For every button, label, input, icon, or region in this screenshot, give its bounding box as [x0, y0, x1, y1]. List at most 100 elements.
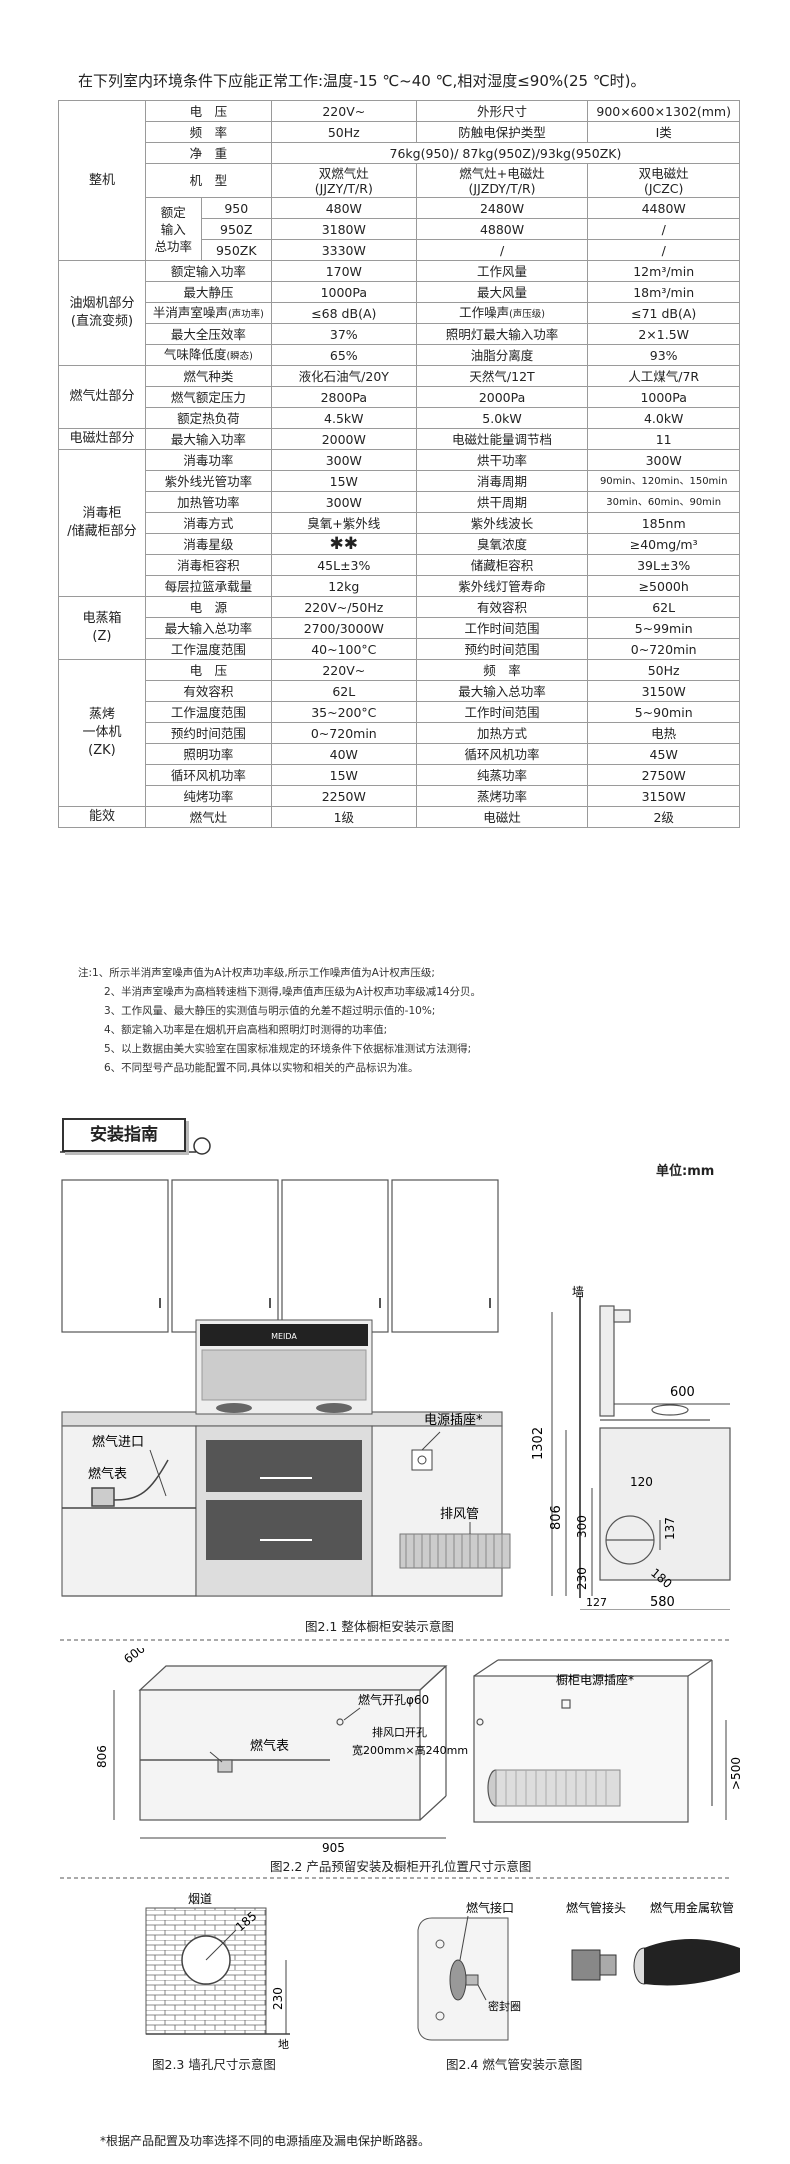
- spec-value: 50Hz: [270, 121, 417, 143]
- spec-key: 外形尺寸: [415, 100, 589, 122]
- note-line: 3、工作风量、最大静压的实测值与明示值的允差不超过明示值的-10%;: [104, 1005, 436, 1017]
- table-row: 加热管功率 300W 烘干周期 30min、60min、90min: [59, 491, 740, 513]
- spec-value: 2级: [587, 806, 740, 828]
- section-label: 电磁灶部分: [58, 428, 146, 450]
- table-row: 循环风机功率 15W 纯蒸功率 2750W: [59, 764, 740, 786]
- table-row: 频 率 50Hz 防触电保护类型 Ⅰ类: [59, 121, 740, 143]
- spec-key: 消毒柜容积: [144, 554, 272, 576]
- section-label: 油烟机部分 (直流变频): [58, 260, 146, 366]
- spec-key: 工作噪声(声压级): [415, 302, 589, 324]
- dim-905: 905: [322, 1841, 345, 1855]
- table-row: 电磁灶部分 最大输入功率 2000W 电磁灶能量调节档 11: [58, 428, 740, 450]
- figure-caption: 图2.2 产品预留安装及橱柜开孔位置尺寸示意图: [270, 1859, 532, 1874]
- table-row: 每层拉篮承载量 12kg 紫外线灯管寿命 ≥5000h: [59, 575, 740, 597]
- gas-pipe: [62, 1459, 196, 1509]
- spec-value: 2750W: [587, 764, 740, 786]
- spec-key: 最大输入总功率: [415, 680, 589, 702]
- footnote: *根据产品配置及功率选择不同的电源插座及漏电保护断路器。: [100, 2134, 431, 2148]
- spec-value: 天然气/12T: [415, 365, 589, 387]
- section-label: 燃气灶部分: [58, 365, 146, 429]
- unit-label: 单位:mm: [656, 1164, 715, 1179]
- spec-value: 170W: [270, 260, 417, 282]
- spec-table: 整机 电 压 220V~ 外形尺寸 900×600×1302(mm) 频 率 5…: [58, 100, 741, 828]
- gas-inlet-label: 燃气进口: [92, 1434, 144, 1450]
- spec-key-note: (声功率): [227, 308, 264, 320]
- table-row: 气味降低度(瞬态) 65% 油脂分离度 93%: [59, 344, 740, 366]
- guide-title: 安装指南: [62, 1118, 186, 1152]
- separator: [60, 1877, 730, 1879]
- metal-hose-drawing: [633, 1939, 740, 1986]
- dim-137: 137: [663, 1517, 677, 1540]
- dim-127: 127: [586, 1596, 607, 1609]
- model-line: 燃气灶+电磁灶 (JJZDY/T/R): [459, 165, 545, 196]
- table-row: 消毒柜容积 45L±3% 储藏柜容积 39L±3%: [59, 554, 740, 576]
- spec-value: 5~90min: [587, 701, 740, 723]
- dim-230: 230: [575, 1567, 589, 1590]
- dimension-lines: [551, 1312, 730, 1610]
- power-socket-label: 电源插座*: [424, 1413, 483, 1428]
- spec-value: 3180W: [270, 218, 417, 240]
- spec-value: 45W: [587, 743, 740, 765]
- section-label-text: 蒸烤 一体机 (ZK): [82, 707, 122, 758]
- table-row: 950Z 3180W 4880W /: [59, 218, 740, 240]
- figure-reserve-install: 600 806 燃气表 燃气开孔φ60 橱柜电源插座* 排风口开孔 宽200mm…: [95, 1648, 743, 1855]
- spec-value: 2700/3000W: [270, 617, 417, 639]
- dim-300: 300: [575, 1515, 589, 1538]
- spec-key: 消毒功率: [144, 449, 272, 471]
- note-line: 4、额定输入功率是在烟机开启高档和照明灯时测得的功率值;: [104, 1024, 388, 1036]
- section-label-text: 电蒸箱 (Z): [82, 611, 122, 644]
- appliance: MEIDA: [195, 1319, 373, 1597]
- section-label: 电蒸箱 (Z): [58, 596, 146, 660]
- exhaust-size-label: 宽200mm×高240mm: [352, 1743, 468, 1757]
- spec-value: /: [587, 218, 740, 240]
- power-label-text: 额定 输入 总功率: [154, 204, 193, 254]
- spec-value: 40~100°C: [270, 638, 417, 660]
- section-label-text: 油烟机部分 (直流变频): [69, 296, 135, 329]
- table-row: 最大静压 1000Pa 最大风量 18m³/min: [59, 281, 740, 303]
- spec-key: 燃气种类: [144, 365, 272, 387]
- table-row: 消毒柜 /储藏柜部分 消毒功率 300W 烘干功率 300W: [58, 449, 740, 597]
- model-line: 双燃气灶 (JJZY/T/R): [314, 165, 373, 196]
- spec-key: 紫外线灯管寿命: [415, 575, 589, 597]
- spec-key: 加热管功率: [144, 491, 272, 513]
- wall-label: 墙: [572, 1285, 584, 1299]
- spec-key-text: 工作噪声: [459, 304, 510, 320]
- figure-caption: 图2.4 燃气管安装示意图: [446, 2057, 583, 2072]
- spec-key: 电磁灶: [415, 806, 589, 828]
- spec-value: 1级: [270, 806, 417, 828]
- spec-value: ≥5000h: [587, 575, 740, 597]
- dim-120: 120: [630, 1475, 653, 1489]
- table-row: 能效 燃气灶 1级 电磁灶 2级: [58, 806, 740, 828]
- dim-580: 580: [650, 1595, 675, 1610]
- table-row: 消毒星级 ✱✱ 臭氧浓度 ≥40mg/m³: [59, 533, 740, 555]
- spec-key: 最大风量: [415, 281, 589, 303]
- spec-key-note: (瞬态): [226, 350, 253, 362]
- figure-caption: 图2.1 整体橱柜安装示意图: [305, 1619, 454, 1634]
- dim-1302: 1302: [531, 1427, 546, 1460]
- spec-key: 紫外线波长: [415, 512, 589, 534]
- spec-value: ≥40mg/m³: [587, 533, 740, 555]
- note-line: 6、不同型号产品功能配置不同,具体以实物和相关的产品标识为准。: [104, 1062, 419, 1074]
- spec-value: 1000Pa: [587, 386, 740, 408]
- dim-500: >500: [729, 1757, 743, 1790]
- spec-value: 0~720min: [270, 722, 417, 744]
- ground-label: 地: [278, 2038, 289, 2051]
- side-view: [579, 1296, 731, 1598]
- spec-key: 最大静压: [144, 281, 272, 303]
- gas-joint-drawing: [571, 1949, 617, 1981]
- intro-text: 在下列室内环境条件下应能正常工作:温度-15 ℃~40 ℃,相对湿度≤90%(2…: [78, 72, 646, 90]
- gas-joint-label: 燃气管接头: [566, 1900, 626, 1915]
- table-row: 额定 输入 总功率 950 480W 2480W 4480W: [59, 197, 740, 261]
- figure-gas-pipe: 燃气接口 密封圈 燃气管接头 燃气用金属软管: [417, 1900, 740, 2041]
- table-row: 燃气灶部分 燃气种类 液化石油气/20Y 天然气/12T 人工煤气/7R: [58, 365, 740, 429]
- table-row: 燃气额定压力 2800Pa 2000Pa 1000Pa: [59, 386, 740, 408]
- table-row: 最大输入总功率 2700/3000W 工作时间范围 5~99min: [59, 617, 740, 639]
- spec-key: 950ZK: [200, 239, 272, 261]
- model-line: 双电磁灶 (JCZC): [638, 165, 689, 196]
- spec-key: 每层拉篮承载量: [144, 575, 272, 597]
- figure-caption: 图2.3 墙孔尺寸示意图: [152, 2057, 276, 2072]
- table-row: 电蒸箱 (Z) 电 源 220V~/50Hz 有效容积 62L: [58, 596, 740, 660]
- spec-value: 15W: [270, 470, 417, 492]
- spec-value: 12m³/min: [587, 260, 740, 282]
